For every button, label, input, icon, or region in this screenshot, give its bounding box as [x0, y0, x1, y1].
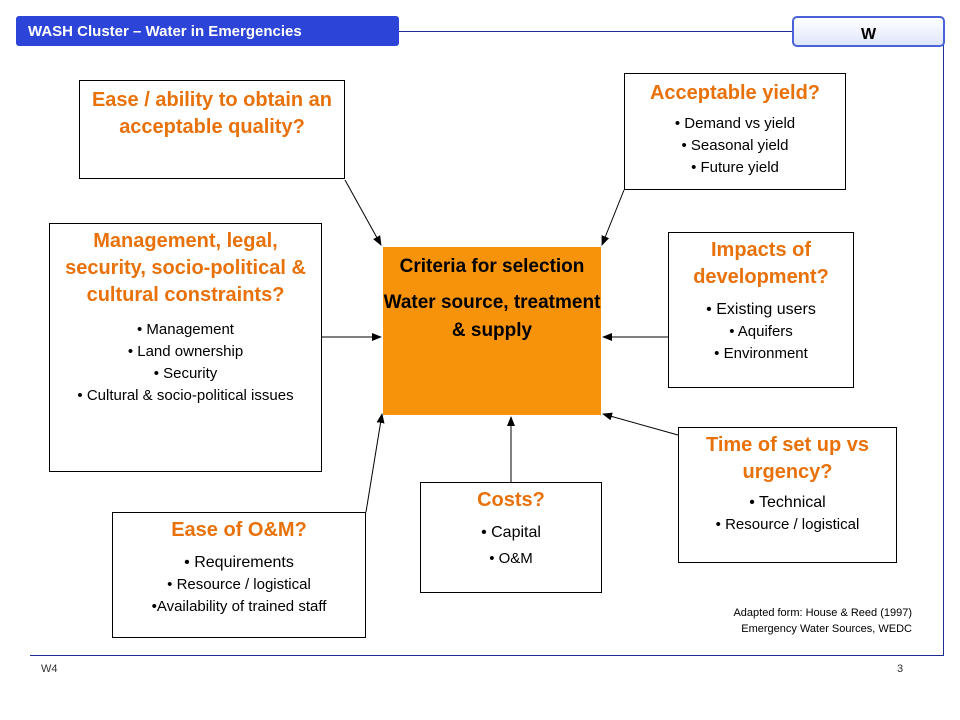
- source-note-line1: Adapted form: House & Reed (1997): [733, 607, 912, 619]
- center-line2: Water source, treatment & supply: [383, 292, 601, 341]
- header-tab: W: [792, 16, 945, 47]
- arrow-yield: [601, 189, 625, 246]
- impacts-title: Impacts of development?: [693, 239, 829, 288]
- arrow-setup: [602, 412, 679, 436]
- yield-box: Acceptable yield? • Demand vs yield • Se…: [624, 73, 846, 190]
- costs-bullet: • Capital: [481, 524, 541, 541]
- management-bullet: • Security: [153, 365, 218, 382]
- quality-title: Ease / ability to obtain an acceptable q…: [91, 89, 333, 138]
- frame-right-rule: [943, 31, 944, 656]
- arrow-quality: [344, 179, 382, 246]
- setup-title: Time of set up vs urgency?: [705, 434, 869, 483]
- om-bullet: •Availability of trained staff: [151, 598, 327, 615]
- quality-box: Ease / ability to obtain an acceptable q…: [79, 80, 345, 179]
- source-note: Adapted form: House & Reed (1997) Emerge…: [733, 605, 912, 637]
- setup-bullet: • Technical: [749, 494, 826, 511]
- center-criteria-box: Criteria for selection Water source, tre…: [383, 247, 601, 415]
- om-box: Ease of O&M? • Requirements • Resource /…: [112, 512, 366, 638]
- yield-bullet: • Future yield: [691, 159, 779, 176]
- om-bullet: • Resource / logistical: [167, 576, 311, 593]
- management-bullet: • Cultural & socio-political issues: [77, 387, 294, 404]
- management-bullet: • Land ownership: [127, 343, 244, 360]
- center-line1: Criteria for selection: [399, 256, 585, 277]
- costs-bullet: • O&M: [489, 550, 533, 567]
- header-title: WASH Cluster – Water in Emergencies: [16, 16, 399, 46]
- yield-bullet: • Seasonal yield: [681, 137, 789, 154]
- arrow-om: [365, 413, 385, 513]
- yield-title: Acceptable yield?: [649, 82, 821, 104]
- setup-bullet: • Resource / logistical: [715, 516, 860, 533]
- header-rule: [30, 31, 943, 32]
- page-number: 3: [897, 663, 904, 675]
- management-bullet: • Management: [137, 321, 234, 338]
- impacts-bullet: • Aquifers: [729, 323, 793, 340]
- management-title: Management, legal, security, socio-polit…: [65, 230, 306, 306]
- impacts-bullet: • Environment: [714, 345, 808, 362]
- om-title: Ease of O&M?: [171, 519, 307, 541]
- management-box: Management, legal, security, socio-polit…: [49, 223, 322, 472]
- impacts-bullet: • Existing users: [706, 301, 816, 318]
- om-bullet: • Requirements: [184, 554, 294, 571]
- costs-title: Costs?: [477, 489, 545, 511]
- costs-box: Costs? • Capital • O&M: [420, 482, 602, 593]
- setup-box: Time of set up vs urgency? • Technical •…: [678, 427, 897, 563]
- impacts-box: Impacts of development? • Existing users…: [668, 232, 854, 388]
- footer-rule: [30, 655, 944, 656]
- yield-bullet: • Demand vs yield: [674, 115, 796, 132]
- source-note-line2: Emergency Water Sources, WEDC: [741, 623, 912, 635]
- footer-code: W4: [41, 663, 58, 675]
